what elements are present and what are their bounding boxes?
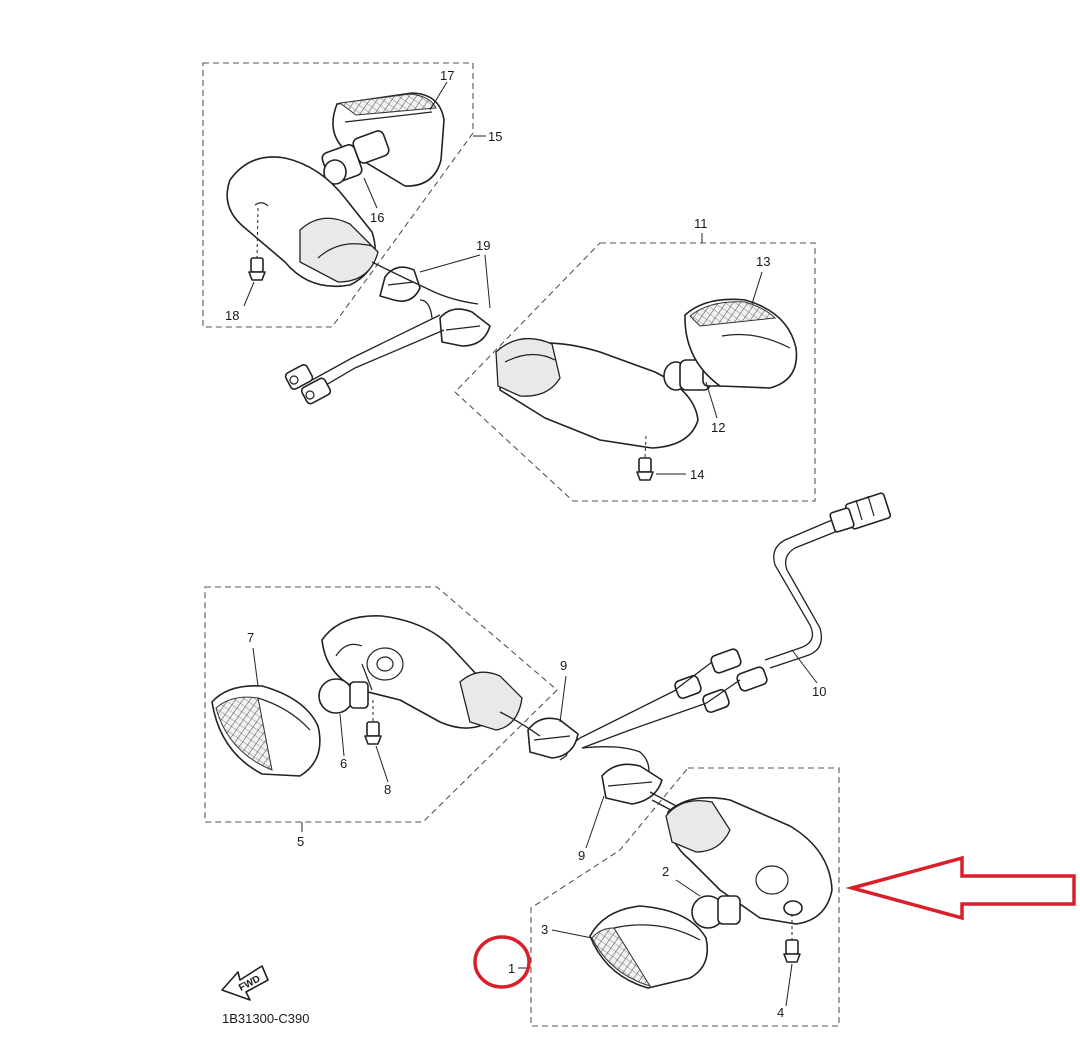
label-part-9-upper: 9 <box>560 658 567 673</box>
connector-right-d <box>702 689 730 713</box>
connector-right-b <box>736 666 768 692</box>
label-part-13: 13 <box>756 254 770 269</box>
screw-8 <box>364 700 382 745</box>
label-part-15: 15 <box>488 129 502 144</box>
grommet-19b <box>439 308 491 347</box>
signal-assembly-1 <box>589 763 833 989</box>
wire-harness-10 <box>559 492 892 781</box>
leader-lines <box>243 81 818 1007</box>
label-part-16: 16 <box>370 210 384 225</box>
forward-arrow-icon: FWD <box>221 965 269 1001</box>
connector-left-a <box>284 364 314 390</box>
bulb-16 <box>321 130 390 185</box>
label-part-14: 14 <box>690 467 704 482</box>
grommet-9b <box>601 763 663 805</box>
main-connector <box>829 492 892 533</box>
screw-18 <box>248 207 266 281</box>
grommet-19a <box>379 266 421 302</box>
label-part-4: 4 <box>777 1005 784 1020</box>
connector-right-a <box>710 648 742 674</box>
label-part-3: 3 <box>541 922 548 937</box>
label-part-11: 11 <box>694 216 708 231</box>
lens-7 <box>211 685 321 777</box>
screw-4 <box>783 914 801 963</box>
lens-17 <box>332 92 445 187</box>
signal-housing-15 <box>226 156 379 288</box>
label-part-12: 12 <box>711 420 725 435</box>
screw-14 <box>636 435 654 481</box>
label-part-1: 1 <box>508 961 515 976</box>
label-part-18: 18 <box>225 308 239 323</box>
label-part-2: 2 <box>662 864 669 879</box>
signal-assembly-5 <box>211 615 579 777</box>
assembly-box-1 <box>530 767 840 1027</box>
lens-3 <box>589 905 709 989</box>
assembly-box-15 <box>202 62 474 328</box>
label-part-7: 7 <box>247 630 254 645</box>
label-part-5: 5 <box>297 834 304 849</box>
assembly-box-5 <box>204 586 558 823</box>
signal-assembly-11 <box>495 298 798 481</box>
highlight-circle <box>473 935 531 989</box>
label-part-9-lower: 9 <box>578 848 585 863</box>
part-labels: 17 15 16 18 19 11 13 12 14 10 7 9 6 8 5 … <box>225 68 826 1020</box>
diagram-code: 1B31300-C390 <box>222 1011 309 1026</box>
signal-assembly-15 <box>226 92 491 405</box>
bulb-6 <box>318 663 373 714</box>
label-part-10: 10 <box>812 684 826 699</box>
lens-13 <box>684 298 798 389</box>
connector-left-b <box>300 377 332 405</box>
label-part-19: 19 <box>476 238 490 253</box>
connector-right-c <box>674 675 702 699</box>
label-part-8: 8 <box>384 782 391 797</box>
label-part-6: 6 <box>340 756 347 771</box>
bulb-2 <box>691 895 741 929</box>
assembly-box-11 <box>454 242 816 502</box>
red-arrow-icon <box>845 855 1076 921</box>
grommet-9a <box>527 717 579 759</box>
label-part-17: 17 <box>440 68 454 83</box>
